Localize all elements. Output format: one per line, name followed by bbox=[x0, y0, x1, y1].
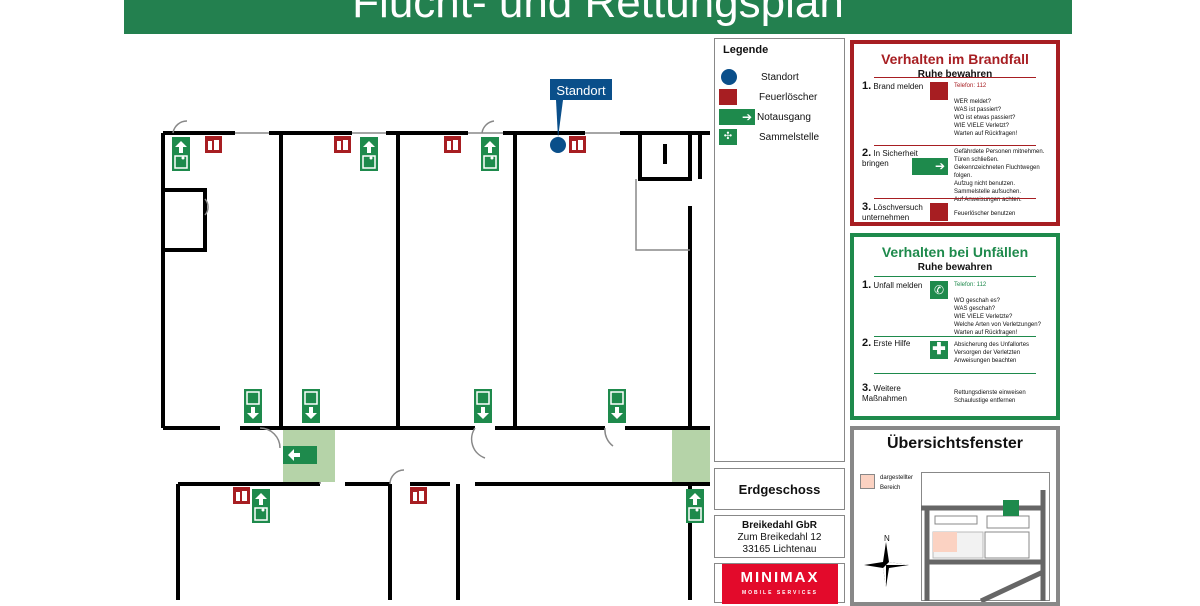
escape-area bbox=[672, 430, 710, 482]
plan-title: Flucht- und Rettungsplan bbox=[352, 0, 844, 27]
area-swatch bbox=[860, 474, 875, 489]
walls bbox=[161, 131, 710, 600]
emergency-exit-icon: ➔ bbox=[912, 158, 948, 175]
fire-extinguisher-icon bbox=[569, 136, 586, 153]
fire-extinguisher-icon bbox=[444, 136, 461, 153]
plan-header: Flucht- und Rettungsplan bbox=[124, 0, 1072, 34]
compass-icon bbox=[864, 542, 909, 587]
exit-sign-icon bbox=[473, 388, 493, 424]
legend-item: ✣Sammelstelle bbox=[719, 129, 819, 145]
fire-extinguisher-icon bbox=[410, 487, 427, 504]
assembly-point-icon: ✣ bbox=[719, 129, 737, 145]
emergency-phone-icon: ✆ bbox=[930, 281, 948, 299]
legend-box: Legende Standort Feuerlöscher ➔Notausgan… bbox=[714, 38, 845, 462]
floor-label: Erdgeschoss bbox=[714, 468, 845, 510]
first-aid-icon: ✚ bbox=[930, 341, 948, 359]
fire-extinguisher-icon bbox=[930, 203, 948, 221]
overview-map bbox=[921, 472, 1050, 602]
logo-box: MINIMAX MOBILE SERVICES bbox=[714, 563, 845, 604]
exit-sign-icon bbox=[171, 136, 191, 172]
legend-item: ➔Notausgang bbox=[719, 109, 811, 125]
standort-callout bbox=[550, 79, 612, 100]
standort-marker-icon bbox=[550, 137, 566, 153]
exit-sign-icon bbox=[685, 488, 705, 524]
fire-extinguisher-icon bbox=[205, 136, 222, 153]
fire-extinguisher-icon bbox=[719, 89, 737, 105]
legend-item: Standort bbox=[719, 69, 799, 85]
overview-panel: Übersichtsfenster dargestellter Bereich … bbox=[850, 426, 1060, 606]
address-box: Breikedahl GbR Zum Breikedahl 12 33165 L… bbox=[714, 515, 845, 558]
exit-sign-icon bbox=[359, 136, 379, 172]
location-dot-icon bbox=[721, 69, 737, 85]
minimax-logo: MINIMAX MOBILE SERVICES bbox=[722, 564, 838, 604]
legend-title: Legende bbox=[723, 44, 769, 56]
emergency-exit-icon: ➔ bbox=[719, 109, 755, 125]
legend-item: Feuerlöscher bbox=[719, 89, 817, 105]
fire-extinguisher-icon bbox=[334, 136, 351, 153]
exit-sign-icon bbox=[301, 388, 321, 424]
fire-phone-icon bbox=[930, 82, 948, 100]
exit-sign-icon bbox=[243, 388, 263, 424]
standort-label: Standort bbox=[556, 83, 606, 98]
accident-instructions-panel: Verhalten bei Unfällen Ruhe bewahren 1. … bbox=[850, 233, 1060, 420]
overview-title: Übersichtsfenster bbox=[886, 435, 1024, 452]
fire-instructions-panel: Verhalten im Brandfall Ruhe bewahren 1. … bbox=[850, 40, 1060, 226]
exit-sign-icon bbox=[607, 388, 627, 424]
assembly-point-icon bbox=[1003, 500, 1019, 516]
floor-plan: Standort bbox=[161, 79, 710, 600]
fire-extinguisher-icon bbox=[233, 487, 250, 504]
exit-sign-icon bbox=[251, 488, 271, 524]
exit-sign-icon bbox=[480, 136, 500, 172]
